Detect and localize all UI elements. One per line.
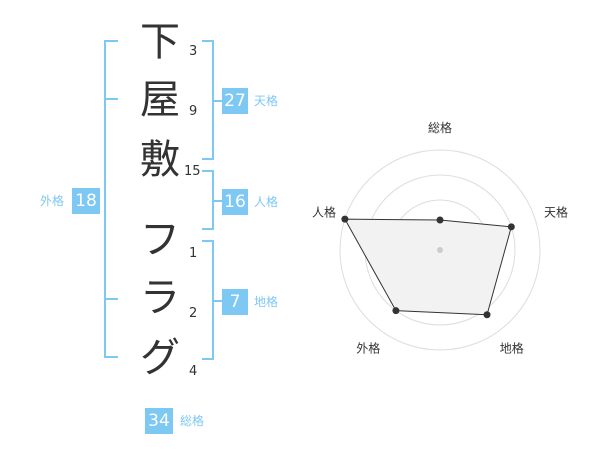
radar-center-dot	[437, 247, 443, 253]
name-char-6: グ	[140, 335, 180, 381]
soukaku-label: 総格	[180, 414, 205, 428]
jinkaku-bracket-tick	[212, 200, 222, 202]
stroke-count-6: 4	[189, 364, 198, 379]
name-char-4: フ	[140, 217, 180, 263]
radar-point-4	[341, 215, 349, 223]
stroke-count-1: 3	[189, 44, 198, 59]
name-char-3: 敷	[140, 137, 180, 183]
radar-point-1	[507, 223, 515, 231]
name-char-2: 屋	[140, 77, 180, 123]
jinkaku-score: 16	[222, 189, 248, 215]
name-char-1: 下	[140, 19, 180, 65]
gaikaku-bracket-mid1	[104, 98, 118, 100]
chikaku-bracket-top	[202, 240, 214, 242]
jinkaku-bracket-bottom	[202, 228, 214, 230]
tenkaku-score: 27	[222, 88, 248, 114]
radar-axis-label-2: 地格	[500, 341, 524, 356]
jinkaku-bracket-top	[202, 170, 214, 172]
soukaku-score: 34	[145, 408, 173, 434]
stroke-count-5: 2	[189, 306, 198, 321]
radar-axis-label-0: 総格	[428, 120, 452, 135]
gaikaku-bracket-bottom	[104, 356, 118, 358]
radar-axis-label-4: 人格	[312, 204, 336, 219]
chikaku-score: 7	[222, 289, 248, 315]
tenkaku-bracket-tick	[212, 100, 222, 102]
stroke-count-4: 1	[189, 246, 198, 261]
radar-axis-label-1: 天格	[544, 204, 568, 219]
radar-data-shape	[344, 218, 512, 316]
gaikaku-bracket-vertical	[104, 40, 106, 358]
gaikaku-score: 18	[72, 188, 100, 214]
name-char-5: ラ	[140, 275, 180, 321]
gaikaku-bracket-top	[104, 40, 118, 42]
gaikaku-label: 外格	[40, 194, 65, 208]
radar-axis-label-3: 外格	[356, 341, 380, 356]
gaikaku-bracket-mid2	[104, 298, 118, 300]
radar-point-2	[483, 311, 491, 319]
stroke-count-3: 15	[184, 164, 201, 179]
chikaku-bracket-bottom	[202, 358, 214, 360]
chikaku-label: 地格	[254, 295, 279, 309]
tenkaku-bracket-bottom	[202, 158, 214, 160]
tenkaku-label: 天格	[254, 94, 279, 108]
jinkaku-label: 人格	[254, 195, 279, 209]
radar-ring-4	[339, 149, 541, 351]
chikaku-bracket-tick	[212, 300, 222, 302]
stroke-count-2: 9	[189, 104, 198, 119]
tenkaku-bracket-top	[202, 40, 214, 42]
radar-point-0	[436, 216, 444, 224]
radar-point-3	[392, 307, 400, 315]
